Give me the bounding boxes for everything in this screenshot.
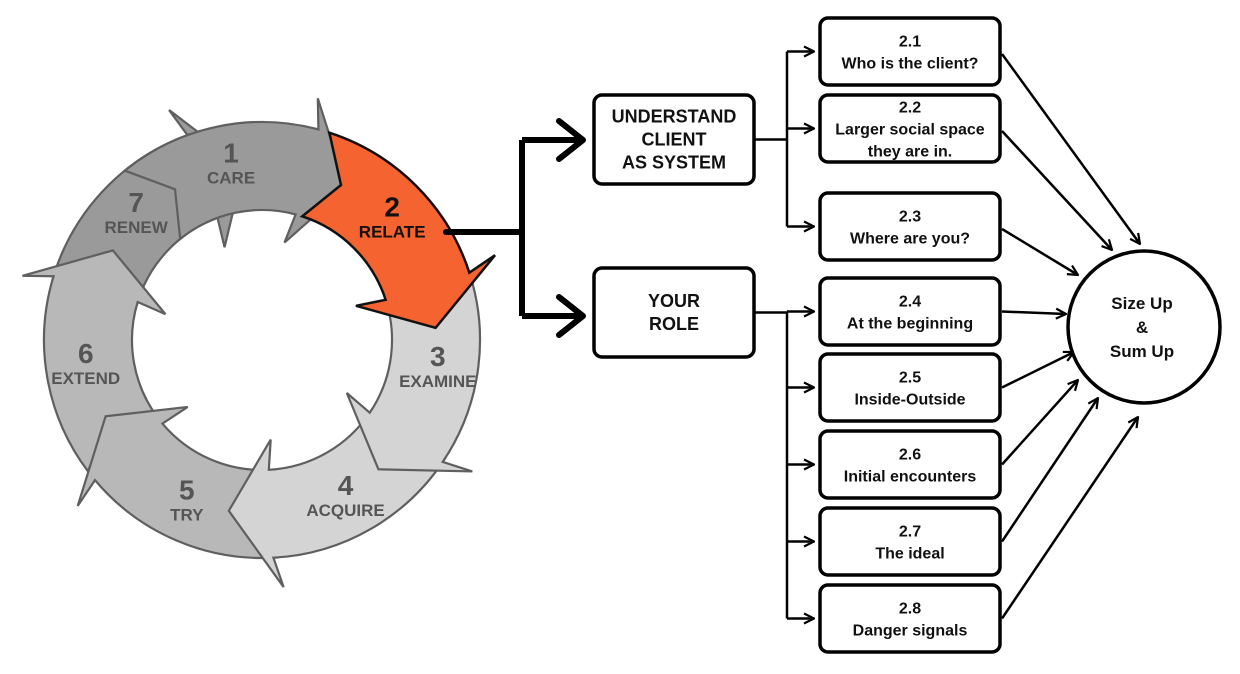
- cycle-step-label: RELATE: [359, 223, 426, 242]
- item-to-summary-arrow: [1000, 398, 1098, 543]
- branch-title-line: YOUR: [648, 291, 700, 311]
- item-label: Who is the client?: [842, 56, 979, 73]
- item-label: At the beginning: [847, 316, 973, 333]
- summary-text-line: Size Up: [1111, 294, 1172, 313]
- cycle-step-acquire-arrow: [227, 408, 447, 588]
- item-label: Where are you?: [850, 231, 970, 248]
- cycle-step-examine-arrow: [345, 263, 482, 473]
- cycle-step-care-arrow: [122, 98, 348, 244]
- item-box: [818, 429, 1002, 500]
- item-number: 2.2: [899, 100, 921, 117]
- item-to-summary-arrow: [1000, 53, 1140, 244]
- cycle-step-label: ACQUIRE: [306, 501, 384, 520]
- item-number: 2.6: [899, 447, 921, 464]
- cycle-step-number: 3: [430, 341, 446, 372]
- cycle-step-label: CARE: [207, 169, 255, 188]
- item-to-summary-arrow: [1001, 312, 1066, 315]
- cycle-step-try-arrow: [76, 405, 280, 560]
- cycle-step-label: EXAMINE: [399, 372, 476, 391]
- item-number: 2.4: [899, 294, 921, 311]
- item-label: they are in.: [868, 144, 952, 161]
- branch-box: [592, 266, 756, 359]
- item-to-summary-arrow: [1001, 227, 1078, 275]
- item-to-summary-arrow: [1001, 352, 1074, 389]
- item-label: Inside-Outside: [854, 392, 965, 409]
- branch-title-line: UNDERSTAND: [612, 107, 737, 127]
- item-box: [818, 191, 1002, 262]
- cycle-step-number: 2: [384, 192, 400, 223]
- cycle-step-number: 7: [128, 187, 144, 218]
- branch-title-line: ROLE: [649, 314, 699, 334]
- item-to-summary-arrow: [1001, 380, 1078, 466]
- main-connector: [443, 118, 586, 338]
- item-box: [818, 506, 1002, 577]
- item-label: Initial encounters: [844, 469, 977, 486]
- item-label: Larger social space: [835, 122, 985, 139]
- summary-circle: [1066, 249, 1222, 405]
- cycle-step-number: 1: [223, 138, 239, 169]
- item-box: [818, 583, 1002, 654]
- item-number: 2.5: [899, 370, 921, 387]
- cycle-step-number: 4: [338, 470, 354, 501]
- cycle-step-label: RENEW: [104, 218, 168, 237]
- item-box: [818, 352, 1002, 423]
- item-box: [818, 16, 1002, 87]
- branch-your-role: YOUR ROLE: [592, 266, 789, 619]
- item-number: 2.3: [899, 209, 921, 226]
- item-number: 2.8: [899, 601, 921, 618]
- item-2-4: 2.4 At the beginning: [787, 276, 1066, 347]
- item-label: Danger signals: [853, 623, 968, 640]
- branch-title-line: AS SYSTEM: [622, 153, 726, 173]
- item-to-summary-arrow: [1000, 417, 1138, 620]
- summary-text-line: Sum Up: [1110, 342, 1174, 361]
- cycle-step-number: 6: [78, 338, 94, 369]
- item-number: 2.7: [899, 524, 921, 541]
- branches: UNDERSTAND CLIENT AS SYSTEM YOUR ROLE: [592, 51, 789, 619]
- cycle-step-label: TRY: [170, 505, 204, 524]
- cycle-step-relate-arrow: [299, 130, 497, 330]
- branch-title-line: CLIENT: [642, 130, 707, 150]
- item-to-summary-arrow: [1001, 130, 1112, 250]
- summary-node: Size Up & Sum Up: [1066, 249, 1222, 405]
- item-box: [818, 93, 1002, 164]
- branch-understand-client: UNDERSTAND CLIENT AS SYSTEM: [592, 51, 789, 227]
- summary-text-line: &: [1136, 318, 1148, 337]
- item-box: [818, 276, 1002, 347]
- item-label: The ideal: [875, 546, 944, 563]
- cycle-step-number: 5: [179, 474, 195, 505]
- item-number: 2.1: [899, 34, 921, 51]
- cycle-step-label: EXTEND: [51, 369, 120, 388]
